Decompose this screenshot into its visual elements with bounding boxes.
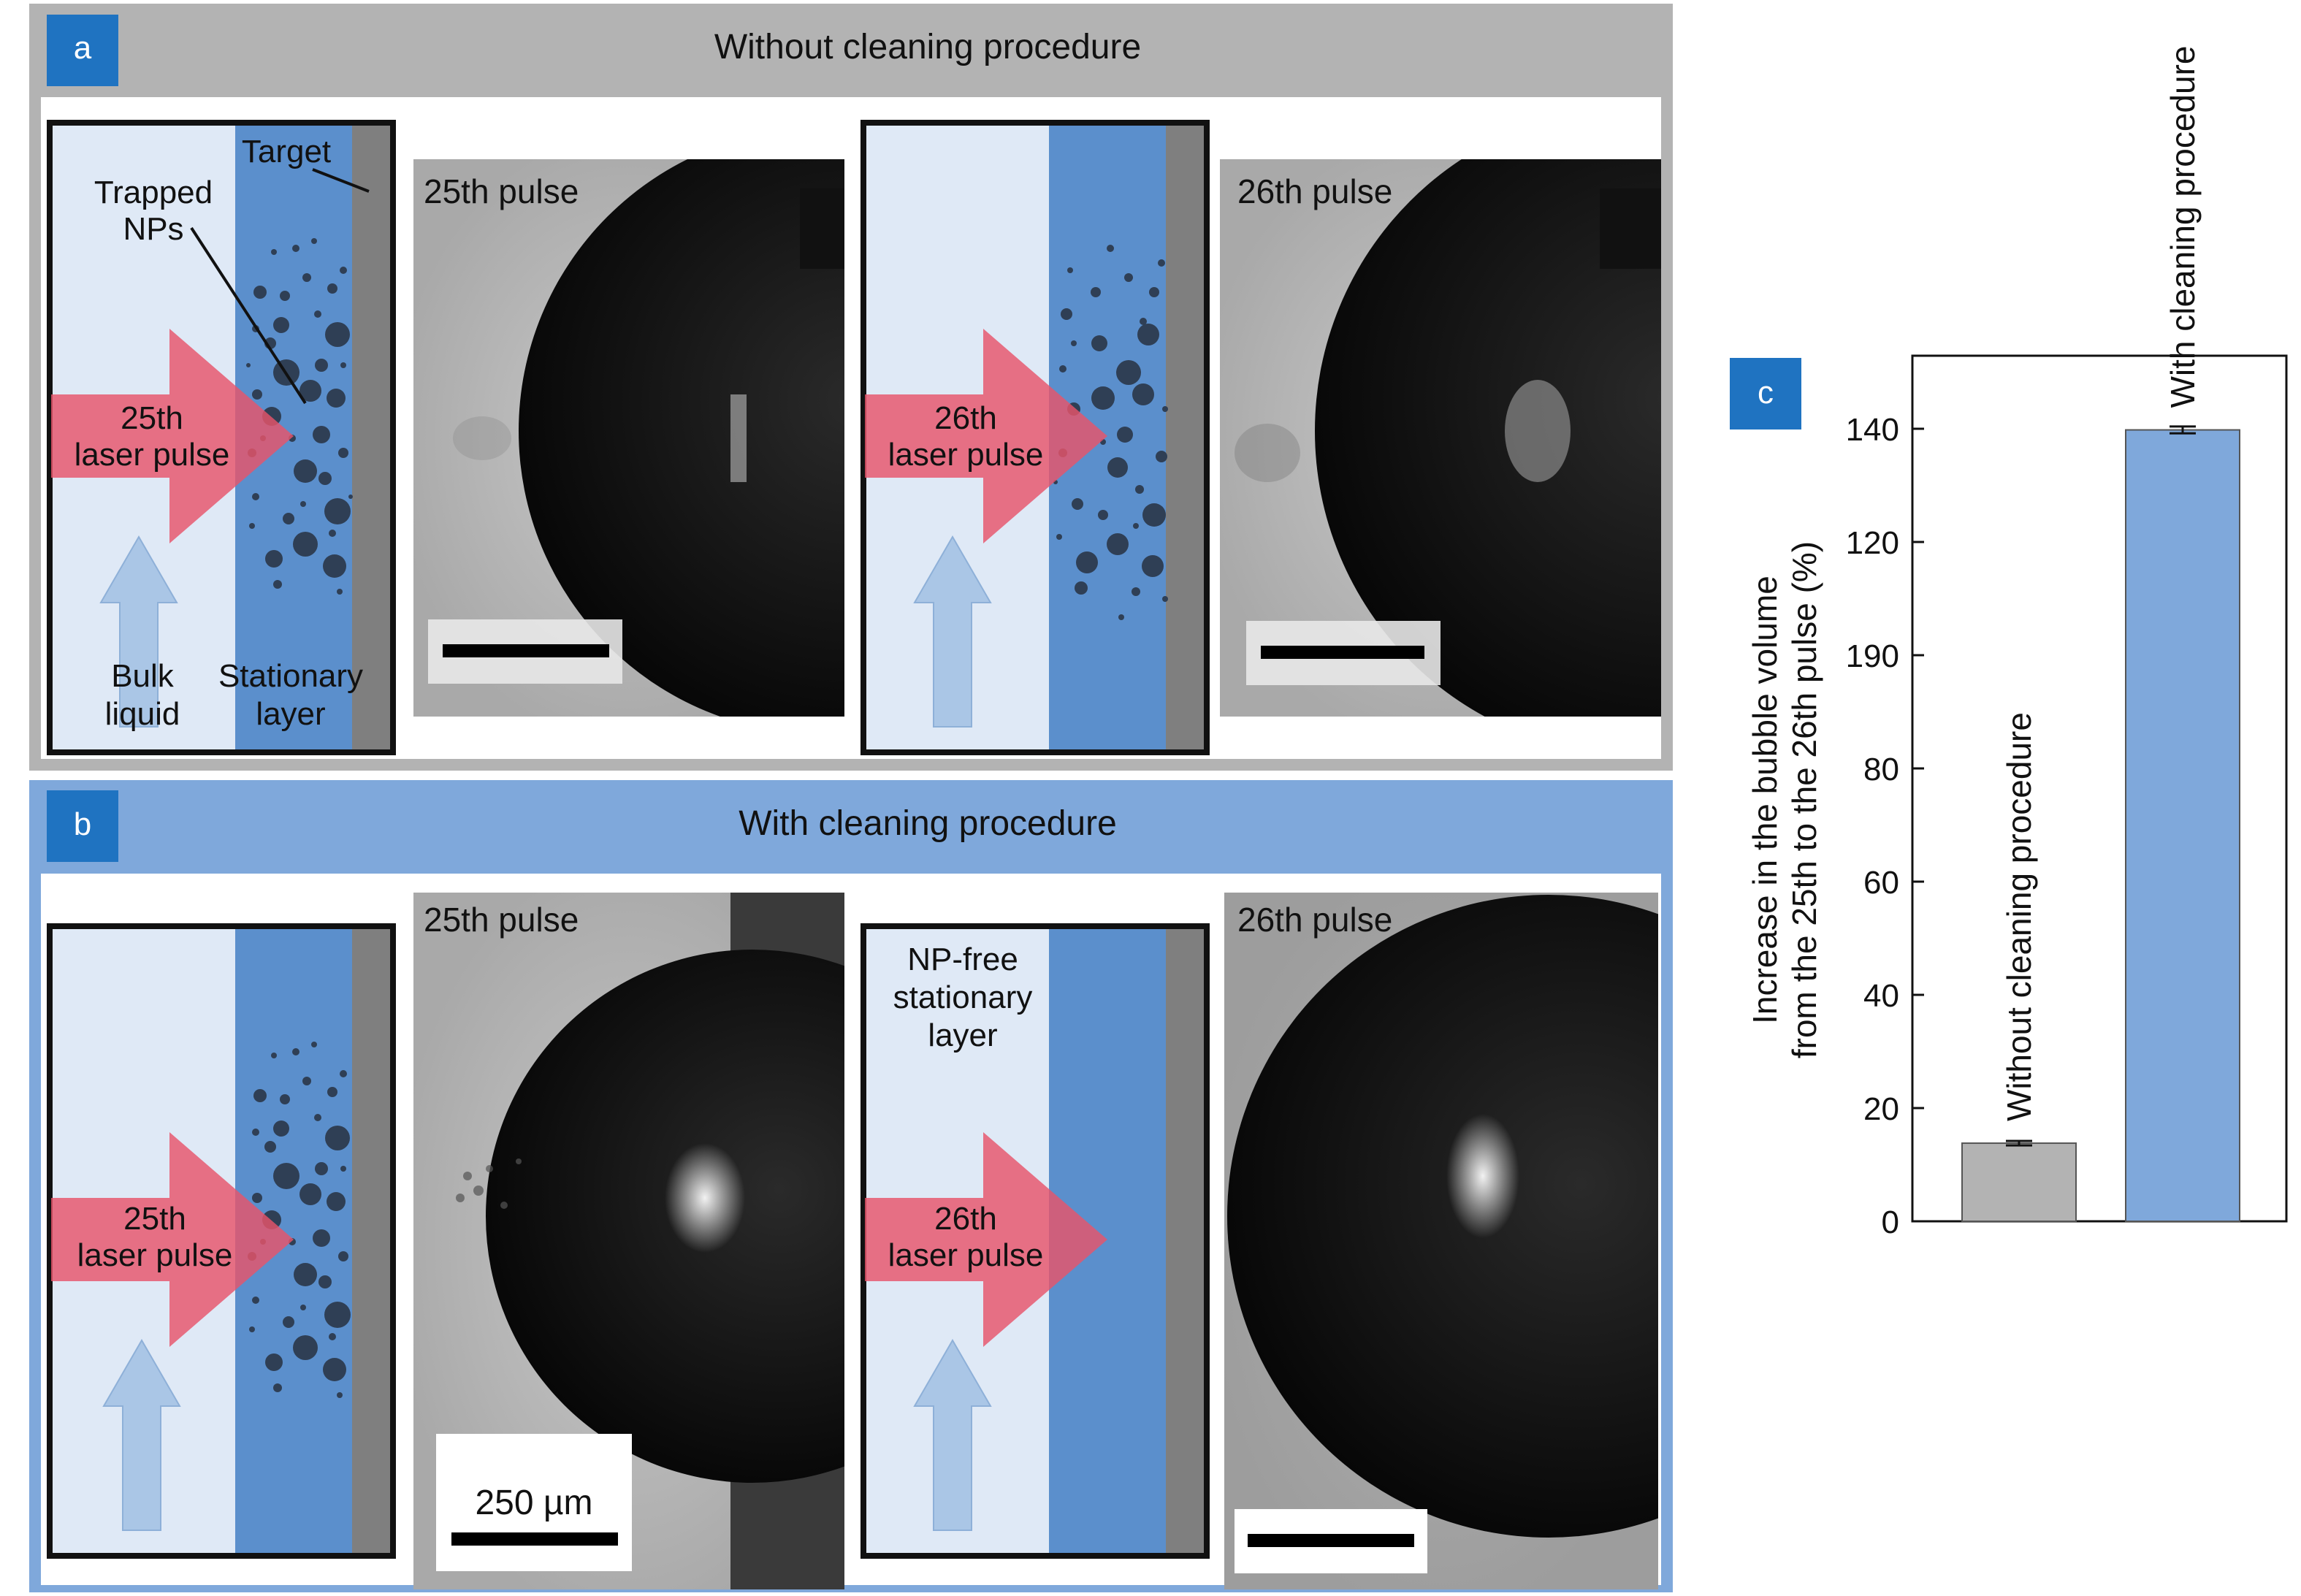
bar-without-cleaning	[1961, 1142, 2077, 1223]
bubble	[486, 950, 844, 1483]
label-target: Target	[242, 134, 331, 169]
bubble	[519, 159, 844, 717]
photo-a-left-label: 25th pulse	[424, 172, 579, 210]
label-trapped-line1: Trapped	[94, 175, 213, 210]
label-stationary-line1: Stationary	[218, 658, 363, 694]
panel-a-title: Without cleaning procedure	[714, 28, 1141, 66]
panel-b: b With cleaning procedure 25th laser pul…	[29, 780, 1673, 1592]
laser-arrow-label-line2: laser pulse	[77, 1237, 233, 1273]
scale-bar-label: 250 µm	[475, 1484, 592, 1522]
np-free-label-line2: stationary	[893, 980, 1033, 1015]
bubble	[1227, 895, 1658, 1538]
target-leader-line	[312, 168, 370, 193]
scale-bar-box	[436, 1434, 632, 1571]
photo-b-left-label: 25th pulse	[424, 901, 579, 939]
panel-b-tag-box	[47, 790, 118, 862]
scale-bar	[1248, 1534, 1414, 1547]
label-bulk-line2: liquid	[105, 696, 180, 732]
laser-arrow-label-line1: 26th	[934, 1201, 997, 1237]
laser-arrow	[51, 329, 294, 543]
photo-b-right	[1224, 893, 1658, 1589]
panel-b-title: With cleaning procedure	[739, 804, 1117, 843]
laser-arrow-label-line1: 25th	[121, 400, 183, 436]
trapped-leader-line	[190, 226, 307, 405]
scale-bar	[443, 644, 609, 657]
laser-arrow-label-line1: 26th	[934, 400, 997, 436]
flow-arrow	[913, 1339, 992, 1531]
target-region	[1166, 123, 1207, 752]
flow-arrow	[99, 535, 178, 728]
target-region	[352, 123, 393, 752]
panel-c: c Without cleaning procedure With cleanin…	[1730, 45, 2288, 1240]
diagram-border	[47, 120, 396, 755]
diagram-b-left: 25th laser pulse	[47, 923, 396, 1559]
y-axis-label-line2: from the 25th to the 26th pulse (%)	[1785, 541, 1823, 1058]
laser-arrow-label-line2: laser pulse	[75, 437, 230, 473]
plot-frame	[1911, 354, 2288, 1223]
laser-arrow	[865, 329, 1107, 543]
y-tick-label: 140	[1846, 412, 1899, 448]
y-tick-label: 60	[1863, 865, 1899, 901]
y-tick-label: 20	[1863, 1091, 1899, 1127]
panel-a-tag: a	[74, 30, 92, 66]
label-bulk-line1: Bulk	[111, 658, 175, 694]
flow-arrow	[913, 535, 992, 728]
laser-arrow-label-line1: 25th	[123, 1201, 186, 1237]
trapped-nanoparticles	[1053, 245, 1168, 620]
y-axis-ticks: 0 20 40 60 80 190 120 140	[1846, 412, 1924, 1240]
error-bar	[2006, 1139, 2032, 1147]
bubble	[1315, 159, 1661, 717]
y-tick-label: 190	[1846, 638, 1899, 674]
bars: Without cleaning procedure With cleaning …	[1961, 45, 2240, 1223]
laser-arrow	[51, 1132, 294, 1347]
panel-a-tag-box	[47, 15, 118, 86]
diagram-b-right: NP-free stationary layer 26th laser puls…	[861, 923, 1210, 1559]
flow-arrow	[102, 1339, 181, 1531]
diagram-a-right: 26th laser pulse	[861, 120, 1210, 755]
y-axis-label-line1: Increase in the bubble volume	[1746, 576, 1784, 1024]
diagram-border	[861, 923, 1210, 1559]
diagram-border	[47, 923, 396, 1559]
scale-bar	[1261, 646, 1424, 659]
y-tick-label: 120	[1846, 525, 1899, 561]
diagram-border	[861, 120, 1210, 755]
error-bar	[2170, 425, 2196, 435]
panel-b-tag: b	[74, 806, 91, 842]
label-trapped-line2: NPs	[123, 211, 183, 247]
panel-c-tag: c	[1758, 375, 1774, 411]
category-label: Without cleaning procedure	[2000, 712, 2038, 1121]
np-free-label-line3: layer	[928, 1017, 997, 1053]
label-stationary-line2: layer	[256, 696, 325, 732]
diagram-a-left: 25th laser pulse Target Trapped NPs Bulk…	[47, 120, 396, 755]
laser-arrow	[865, 1132, 1107, 1347]
target-region	[1166, 926, 1207, 1556]
laser-arrow-label-line2: laser pulse	[888, 1237, 1044, 1273]
y-tick-label: 40	[1863, 978, 1899, 1014]
bar-with-cleaning	[2125, 429, 2240, 1222]
panel-c-tag-box	[1730, 358, 1801, 429]
laser-arrow-label-line2: laser pulse	[888, 437, 1044, 473]
category-label: With cleaning procedure	[2164, 45, 2202, 408]
target-region	[352, 926, 393, 1556]
np-free-label-line1: NP-free	[907, 942, 1018, 977]
scale-bar	[451, 1532, 618, 1546]
photo-b-right-label: 26th pulse	[1237, 901, 1392, 939]
panel-a: a Without cleaning procedure 25th laser …	[29, 4, 1673, 771]
y-tick-label: 0	[1882, 1204, 1899, 1240]
photo-a-right-label: 26th pulse	[1237, 172, 1392, 210]
y-tick-label: 80	[1863, 752, 1899, 787]
